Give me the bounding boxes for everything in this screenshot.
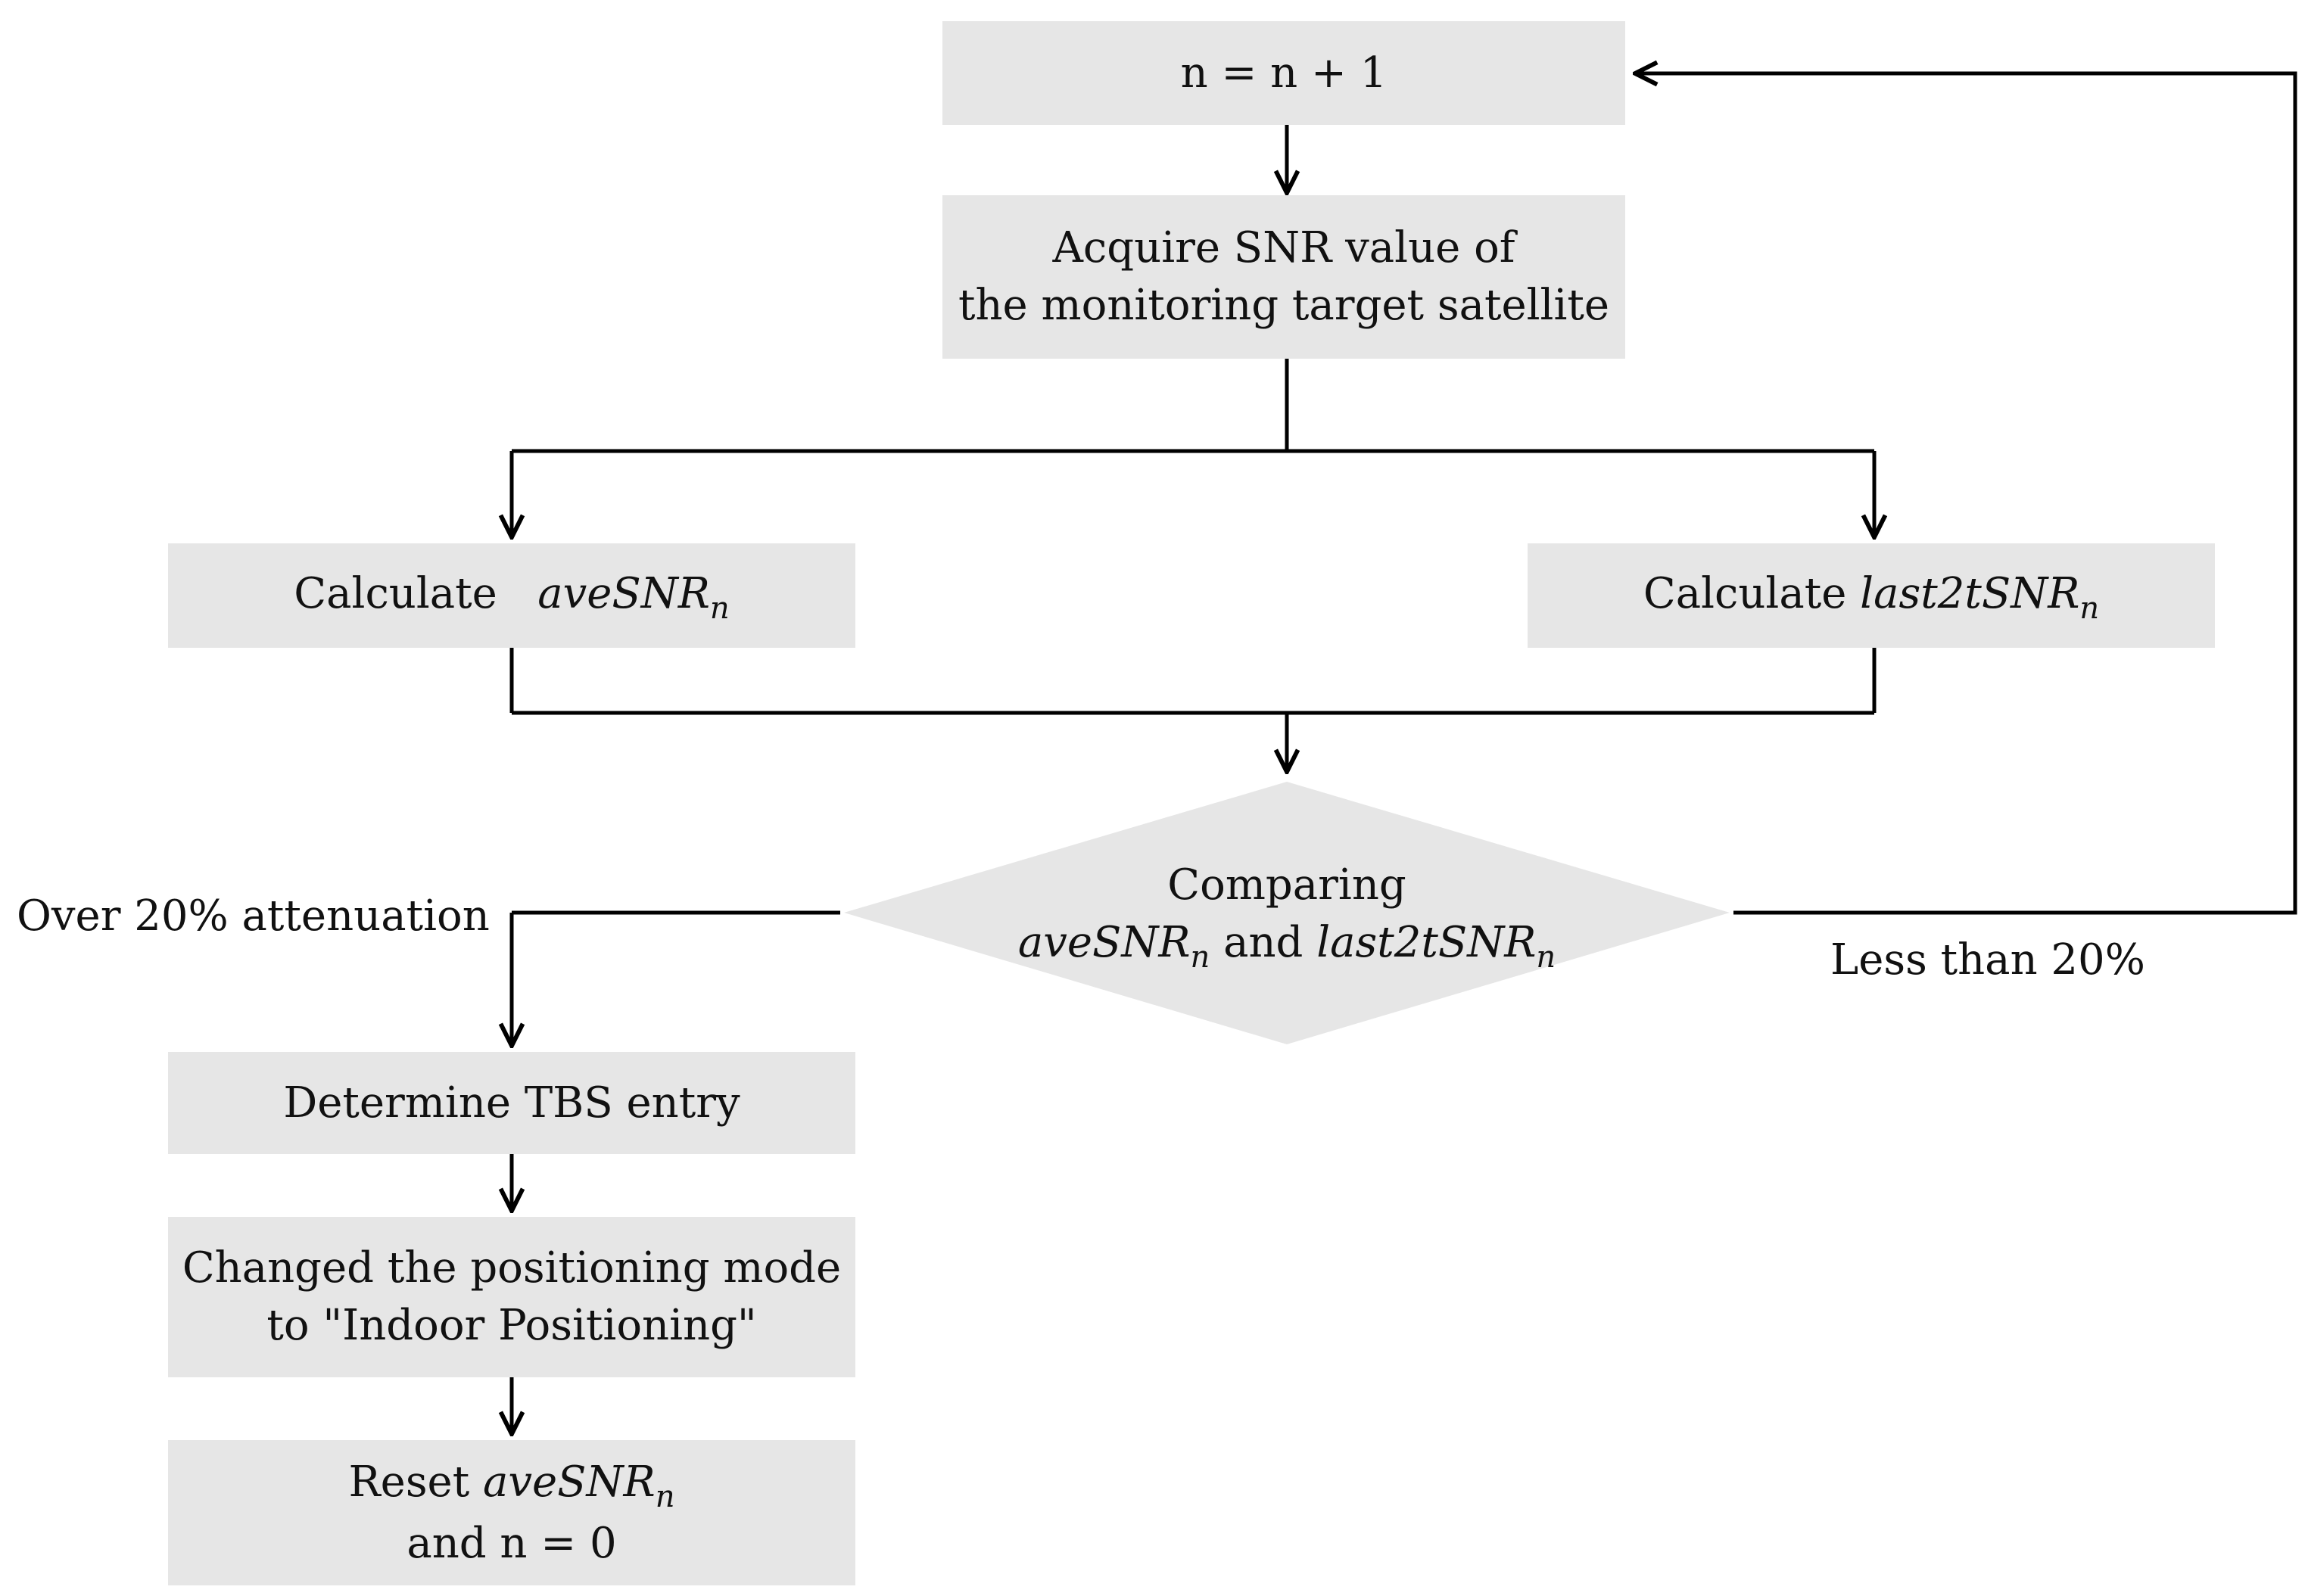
edge-label-over: Over 20% attenuation bbox=[17, 891, 490, 941]
changed-line2: to "Indoor Positioning" bbox=[266, 1301, 757, 1350]
reset-line2: and n = 0 bbox=[406, 1518, 617, 1568]
compare-line1: Comparing bbox=[1167, 860, 1406, 910]
calc-last-box: Calculate last2tSNRn bbox=[1528, 543, 2215, 648]
acquire-line2: the monitoring target satellite bbox=[958, 281, 1609, 330]
calc-last-label: Calculate last2tSNRn bbox=[1643, 565, 2099, 627]
compare-var2: last2tSNR bbox=[1316, 917, 1537, 967]
determine-text: Determine TBS entry bbox=[283, 1078, 740, 1128]
decision-diamond bbox=[844, 782, 1730, 1044]
changed-line1: Changed the positioning mode bbox=[182, 1243, 842, 1293]
arrow-decision-loop-back bbox=[1635, 73, 2297, 915]
compare-var1: aveSNR bbox=[1017, 917, 1191, 967]
calc-ave-prefix: Calculate bbox=[294, 568, 497, 618]
reset-prefix: Reset bbox=[348, 1457, 470, 1507]
calc-last-var: last2tSNR bbox=[1860, 568, 2080, 618]
reset-box: Reset aveSNRn and n = 0 bbox=[168, 1440, 855, 1585]
acquire-line1: Acquire SNR value of bbox=[1052, 223, 1515, 272]
reset-sub: n bbox=[655, 1479, 675, 1514]
decision-text: Comparing aveSNRn and last2tSNRn bbox=[946, 848, 1627, 984]
reset-line1: Reset aveSNRn bbox=[349, 1454, 675, 1515]
calc-last-prefix: Calculate bbox=[1643, 568, 1847, 618]
changed-box: Changed the positioning mode to "Indoor … bbox=[168, 1217, 855, 1377]
compare-sub1: n bbox=[1190, 939, 1210, 975]
increment-text: n = n + 1 bbox=[1180, 48, 1388, 98]
determine-box: Determine TBS entry bbox=[168, 1052, 855, 1154]
calc-ave-var: aveSNR bbox=[537, 568, 710, 618]
calc-last-sub: n bbox=[2079, 590, 2100, 626]
calc-ave-box: Calculate aveSNRn bbox=[168, 543, 855, 648]
compare-sub2: n bbox=[1536, 939, 1556, 975]
acquire-box: Acquire SNR value of the monitoring targ… bbox=[942, 195, 1625, 359]
calc-ave-label: Calculate aveSNRn bbox=[294, 565, 729, 627]
increment-box: n = n + 1 bbox=[942, 21, 1625, 125]
compare-line2: aveSNRn and last2tSNRn bbox=[1018, 914, 1556, 975]
calc-ave-sub: n bbox=[709, 590, 730, 626]
compare-and: and bbox=[1223, 917, 1304, 967]
edge-label-less: Less than 20% bbox=[1830, 935, 2145, 985]
reset-var: aveSNR bbox=[483, 1457, 656, 1507]
